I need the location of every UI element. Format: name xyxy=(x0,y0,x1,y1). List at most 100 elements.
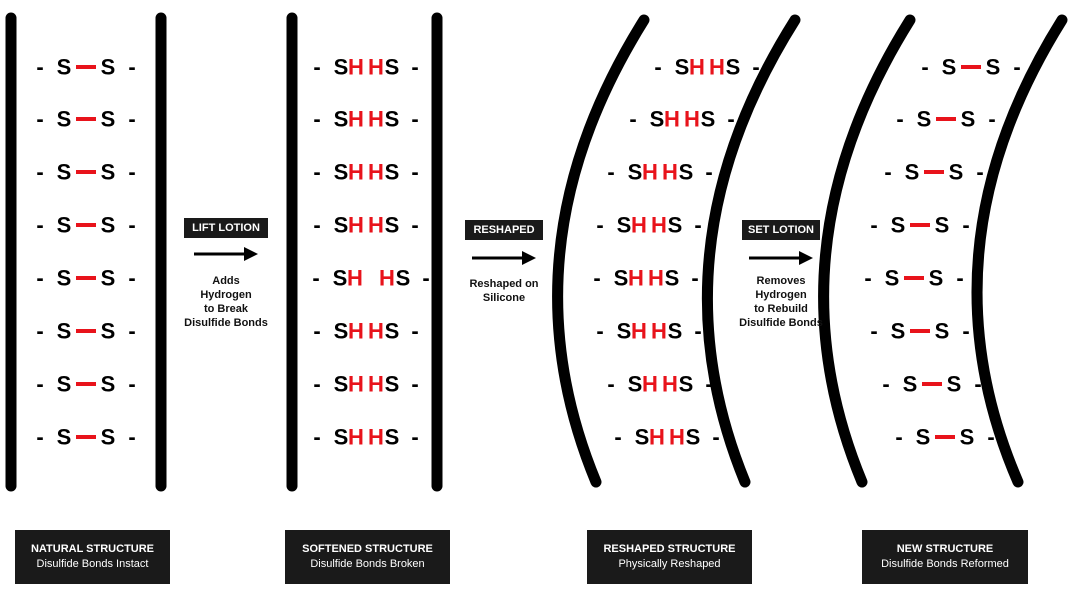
step-note-line: Hydrogen xyxy=(200,289,252,301)
hydrogen-atom: H xyxy=(348,319,364,344)
disulfide-bond xyxy=(904,276,924,280)
chain-dash: - xyxy=(596,319,603,344)
chain-dash: - xyxy=(313,55,320,80)
hydrogen-atom: H xyxy=(348,213,364,238)
sulfur-atom: S xyxy=(903,372,918,397)
disulfide-bond xyxy=(76,329,96,333)
strand-reshaped-right xyxy=(701,14,801,488)
hydrogen-atom: H xyxy=(689,55,705,80)
disulfide-bond xyxy=(922,382,942,386)
chain-dash: - xyxy=(411,107,418,132)
hydrogen-atom: H xyxy=(368,160,384,185)
hydrogen-atom: H xyxy=(631,213,647,238)
sulfur-atom: S xyxy=(614,266,629,291)
disulfide-bond xyxy=(936,117,956,121)
chain-dash: - xyxy=(128,266,135,291)
sulfur-atom: S xyxy=(385,160,400,185)
chain-dash: - xyxy=(422,266,429,291)
chain-dash: - xyxy=(654,55,661,80)
hydrogen-atom: H xyxy=(348,107,364,132)
sulfur-atom: S xyxy=(917,107,932,132)
chain-dash: - xyxy=(36,160,43,185)
sulfur-atom: S xyxy=(617,319,632,344)
step-note-line: Silicone xyxy=(483,292,525,304)
sulfur-atom: S xyxy=(334,213,349,238)
step-label-box xyxy=(184,218,268,238)
sulfur-atom: S xyxy=(929,266,944,291)
sulfur-atom: S xyxy=(57,160,72,185)
chain-dash: - xyxy=(128,425,135,450)
chain-dash: - xyxy=(976,160,983,185)
chain-dash: - xyxy=(870,213,877,238)
sulfur-atom: S xyxy=(101,372,116,397)
chain-dash: - xyxy=(411,372,418,397)
step-note-line: Hydrogen xyxy=(755,289,807,301)
strand-new-right xyxy=(971,14,1068,488)
caption-subtitle: Disulfide Bonds Instact xyxy=(37,558,149,570)
chain-dash: - xyxy=(36,213,43,238)
chain-dash: - xyxy=(411,160,418,185)
sulfur-atom: S xyxy=(935,319,950,344)
sulfur-atom: S xyxy=(961,107,976,132)
chain-dash: - xyxy=(411,319,418,344)
chain-dash: - xyxy=(752,55,759,80)
sulfur-atom: S xyxy=(385,372,400,397)
step-note-line: to Rebuild xyxy=(754,303,808,315)
sulfur-atom: S xyxy=(949,160,964,185)
chain-dash: - xyxy=(313,319,320,344)
sulfur-atom: S xyxy=(960,425,975,450)
chain-dash: - xyxy=(36,319,43,344)
chain-dash: - xyxy=(128,319,135,344)
sulfur-atom: S xyxy=(101,319,116,344)
chain-dash: - xyxy=(988,107,995,132)
hydrogen-atom: H xyxy=(662,160,678,185)
chain-dash: - xyxy=(956,266,963,291)
hydrogen-atom: H xyxy=(348,372,364,397)
chain-dash: - xyxy=(36,372,43,397)
chain-dash: - xyxy=(411,55,418,80)
disulfide-bond xyxy=(76,170,96,174)
disulfide-bond xyxy=(924,170,944,174)
sulfur-atom: S xyxy=(891,319,906,344)
hydrogen-atom: H xyxy=(348,55,364,80)
chain-dash: - xyxy=(705,160,712,185)
sulfur-atom: S xyxy=(701,107,716,132)
disulfide-bond xyxy=(910,329,930,333)
sulfur-atom: S xyxy=(385,319,400,344)
step-note-line: to Break xyxy=(204,303,249,315)
sulfur-atom: S xyxy=(686,425,701,450)
hydrogen-atom: H xyxy=(368,372,384,397)
hydrogen-atom: H xyxy=(709,55,725,80)
chain-dash: - xyxy=(694,213,701,238)
caption-subtitle: Disulfide Bonds Reformed xyxy=(881,558,1009,570)
strand-new-left xyxy=(818,14,916,488)
hydrogen-atom: H xyxy=(368,107,384,132)
sulfur-atom: S xyxy=(57,425,72,450)
chain-dash: - xyxy=(705,372,712,397)
sulfur-atom: S xyxy=(385,55,400,80)
chain-dash: - xyxy=(128,160,135,185)
sulfur-atom: S xyxy=(101,160,116,185)
hydrogen-atom: H xyxy=(631,319,647,344)
hydrogen-atom: H xyxy=(642,372,658,397)
sulfur-atom: S xyxy=(334,107,349,132)
step-label-box xyxy=(465,220,543,240)
